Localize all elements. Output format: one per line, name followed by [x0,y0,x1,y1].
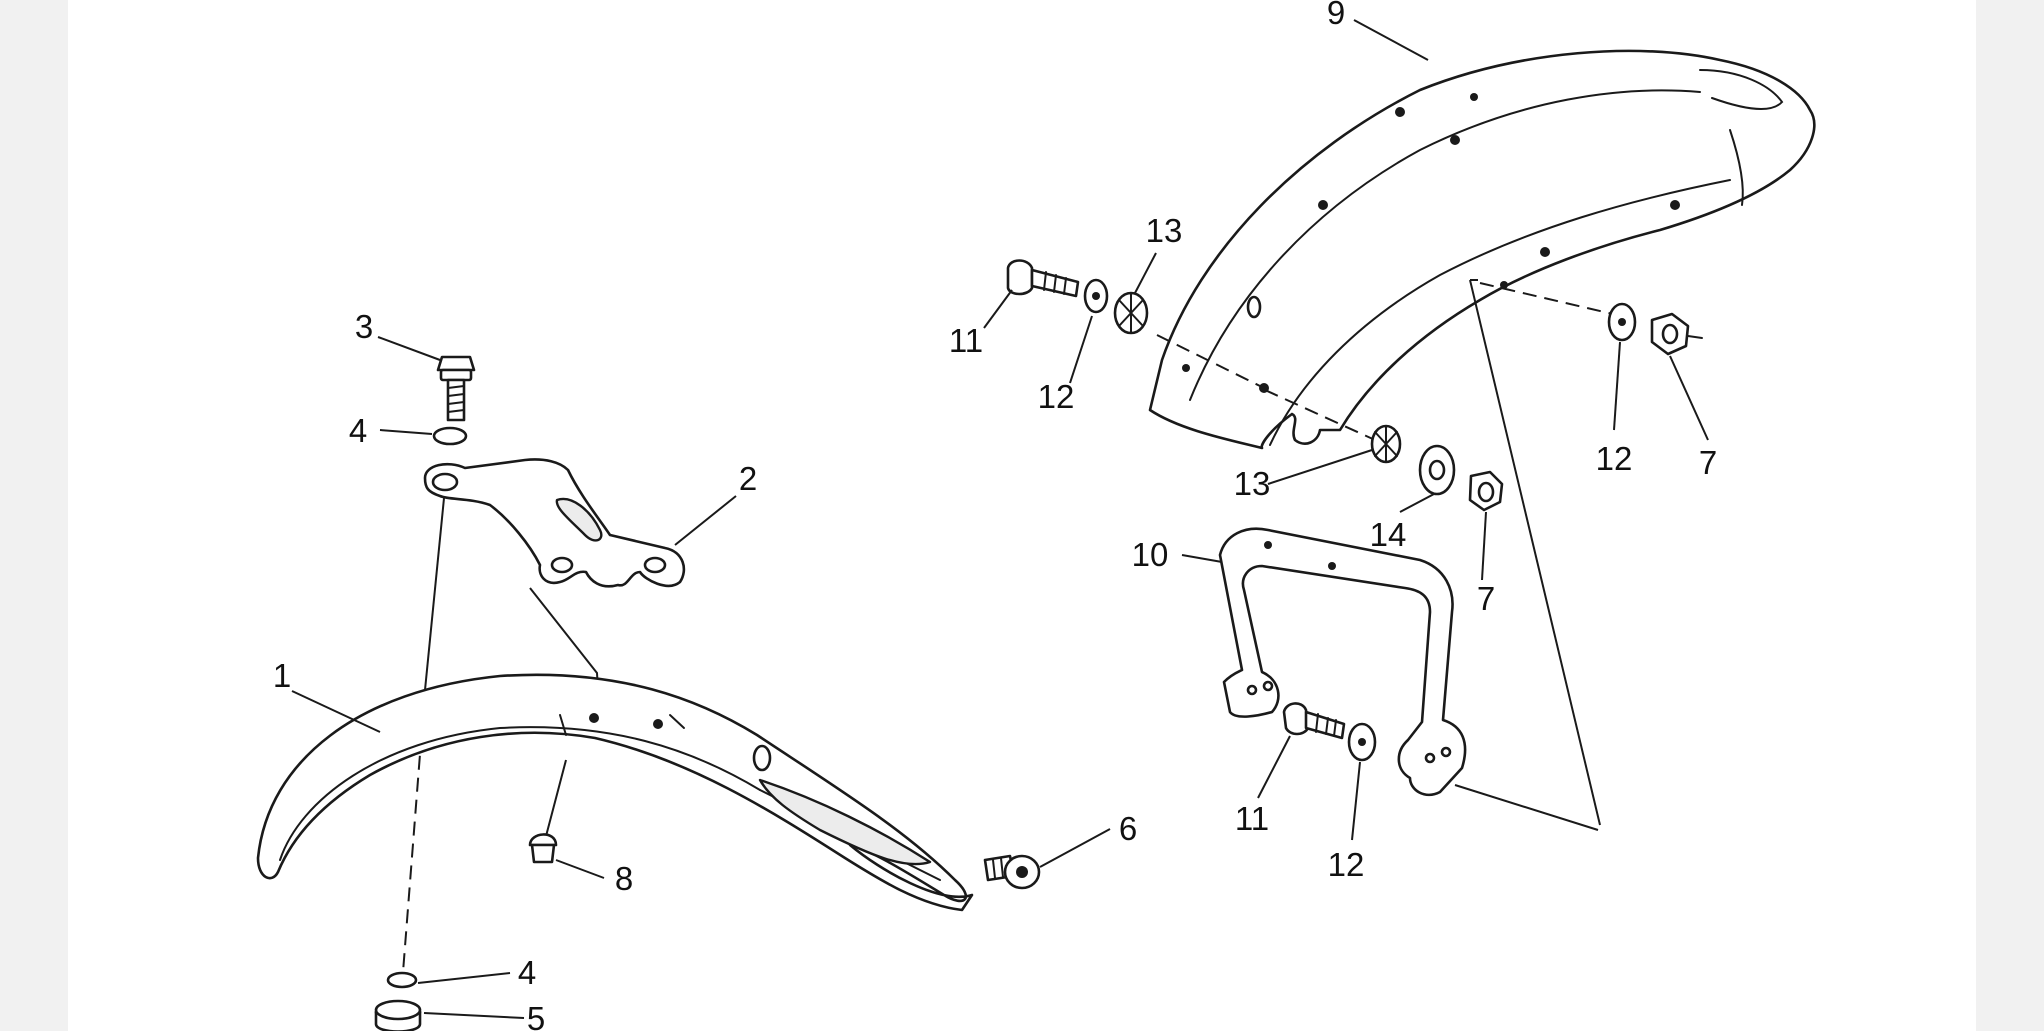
callout-11-upper: 11 [949,322,983,359]
leader-12-right [1613,341,1621,431]
leader-11-lower [1257,735,1291,799]
leader-13-lower [1267,449,1373,485]
bolt-11-lower [1282,702,1346,740]
washer-14 [1418,444,1456,496]
leader-4-bottom [417,972,511,984]
callout-12-right: 12 [1596,440,1633,477]
leader-7-right [1669,355,1709,441]
axis-line-bolt [424,487,446,691]
callout-14: 14 [1370,516,1407,553]
front-fender [256,673,974,912]
axis-line-bracket-foot [1454,784,1599,831]
nut-5 [374,999,422,1031]
callout-11-lower: 11 [1235,800,1269,837]
leader-8 [555,859,605,879]
callout-5: 5 [527,1000,545,1031]
axis-line-rivet [544,759,567,841]
callout-12-lower: 12 [1328,846,1365,883]
leader-2 [674,495,737,546]
callout-6: 6 [1119,810,1137,847]
callout-4-top: 4 [349,412,367,449]
leader-9 [1353,19,1429,61]
leader-3 [377,336,441,361]
callout-4-bottom: 4 [518,954,536,991]
axis-line-rear-long [1469,279,1601,826]
nut-7-lower [1468,470,1504,512]
bolt-11-upper [1006,259,1080,298]
leader-14 [1399,493,1435,513]
callout-13-upper: 13 [1146,212,1183,249]
left-margin [0,0,68,1031]
callout-1: 1 [273,657,291,694]
callout-9: 9 [1327,0,1345,31]
callout-12-upper: 12 [1038,378,1075,415]
callout-7-lower: 7 [1477,580,1495,617]
washer-4-top [432,426,468,446]
fender-strut [1218,527,1467,797]
callout-3: 3 [355,308,373,345]
terminal-6 [983,854,1041,890]
leader-11-upper [983,289,1013,329]
axis-line-rear-lower [1264,389,1376,441]
washer-4-bottom [386,971,418,989]
fender-bracket [423,458,686,588]
callout-7-right: 7 [1699,444,1717,481]
leader-4-top [379,429,433,435]
right-margin [1976,0,2044,1031]
rear-fender [1148,49,1816,450]
leader-13-upper [1134,252,1157,294]
leader-12-lower [1351,761,1361,841]
callout-2: 2 [739,460,757,497]
callout-13-lower: 13 [1234,465,1271,502]
bolt-3 [436,355,476,422]
leader-10 [1181,554,1223,563]
leader-12-upper [1069,315,1093,384]
leader-7-lower [1481,511,1487,581]
nut-7-right [1650,312,1703,356]
lock-washer-13-lower [1370,424,1402,464]
rivet-8 [528,833,558,864]
leader-5 [423,1012,525,1019]
callout-10: 10 [1132,536,1169,573]
leader-1 [291,690,381,733]
leader-6 [1039,828,1111,868]
lock-washer-13-upper [1113,291,1149,335]
callout-8: 8 [615,860,633,897]
axis-line-rear-right [1479,282,1631,319]
axis-line-rear-left [1156,334,1261,387]
